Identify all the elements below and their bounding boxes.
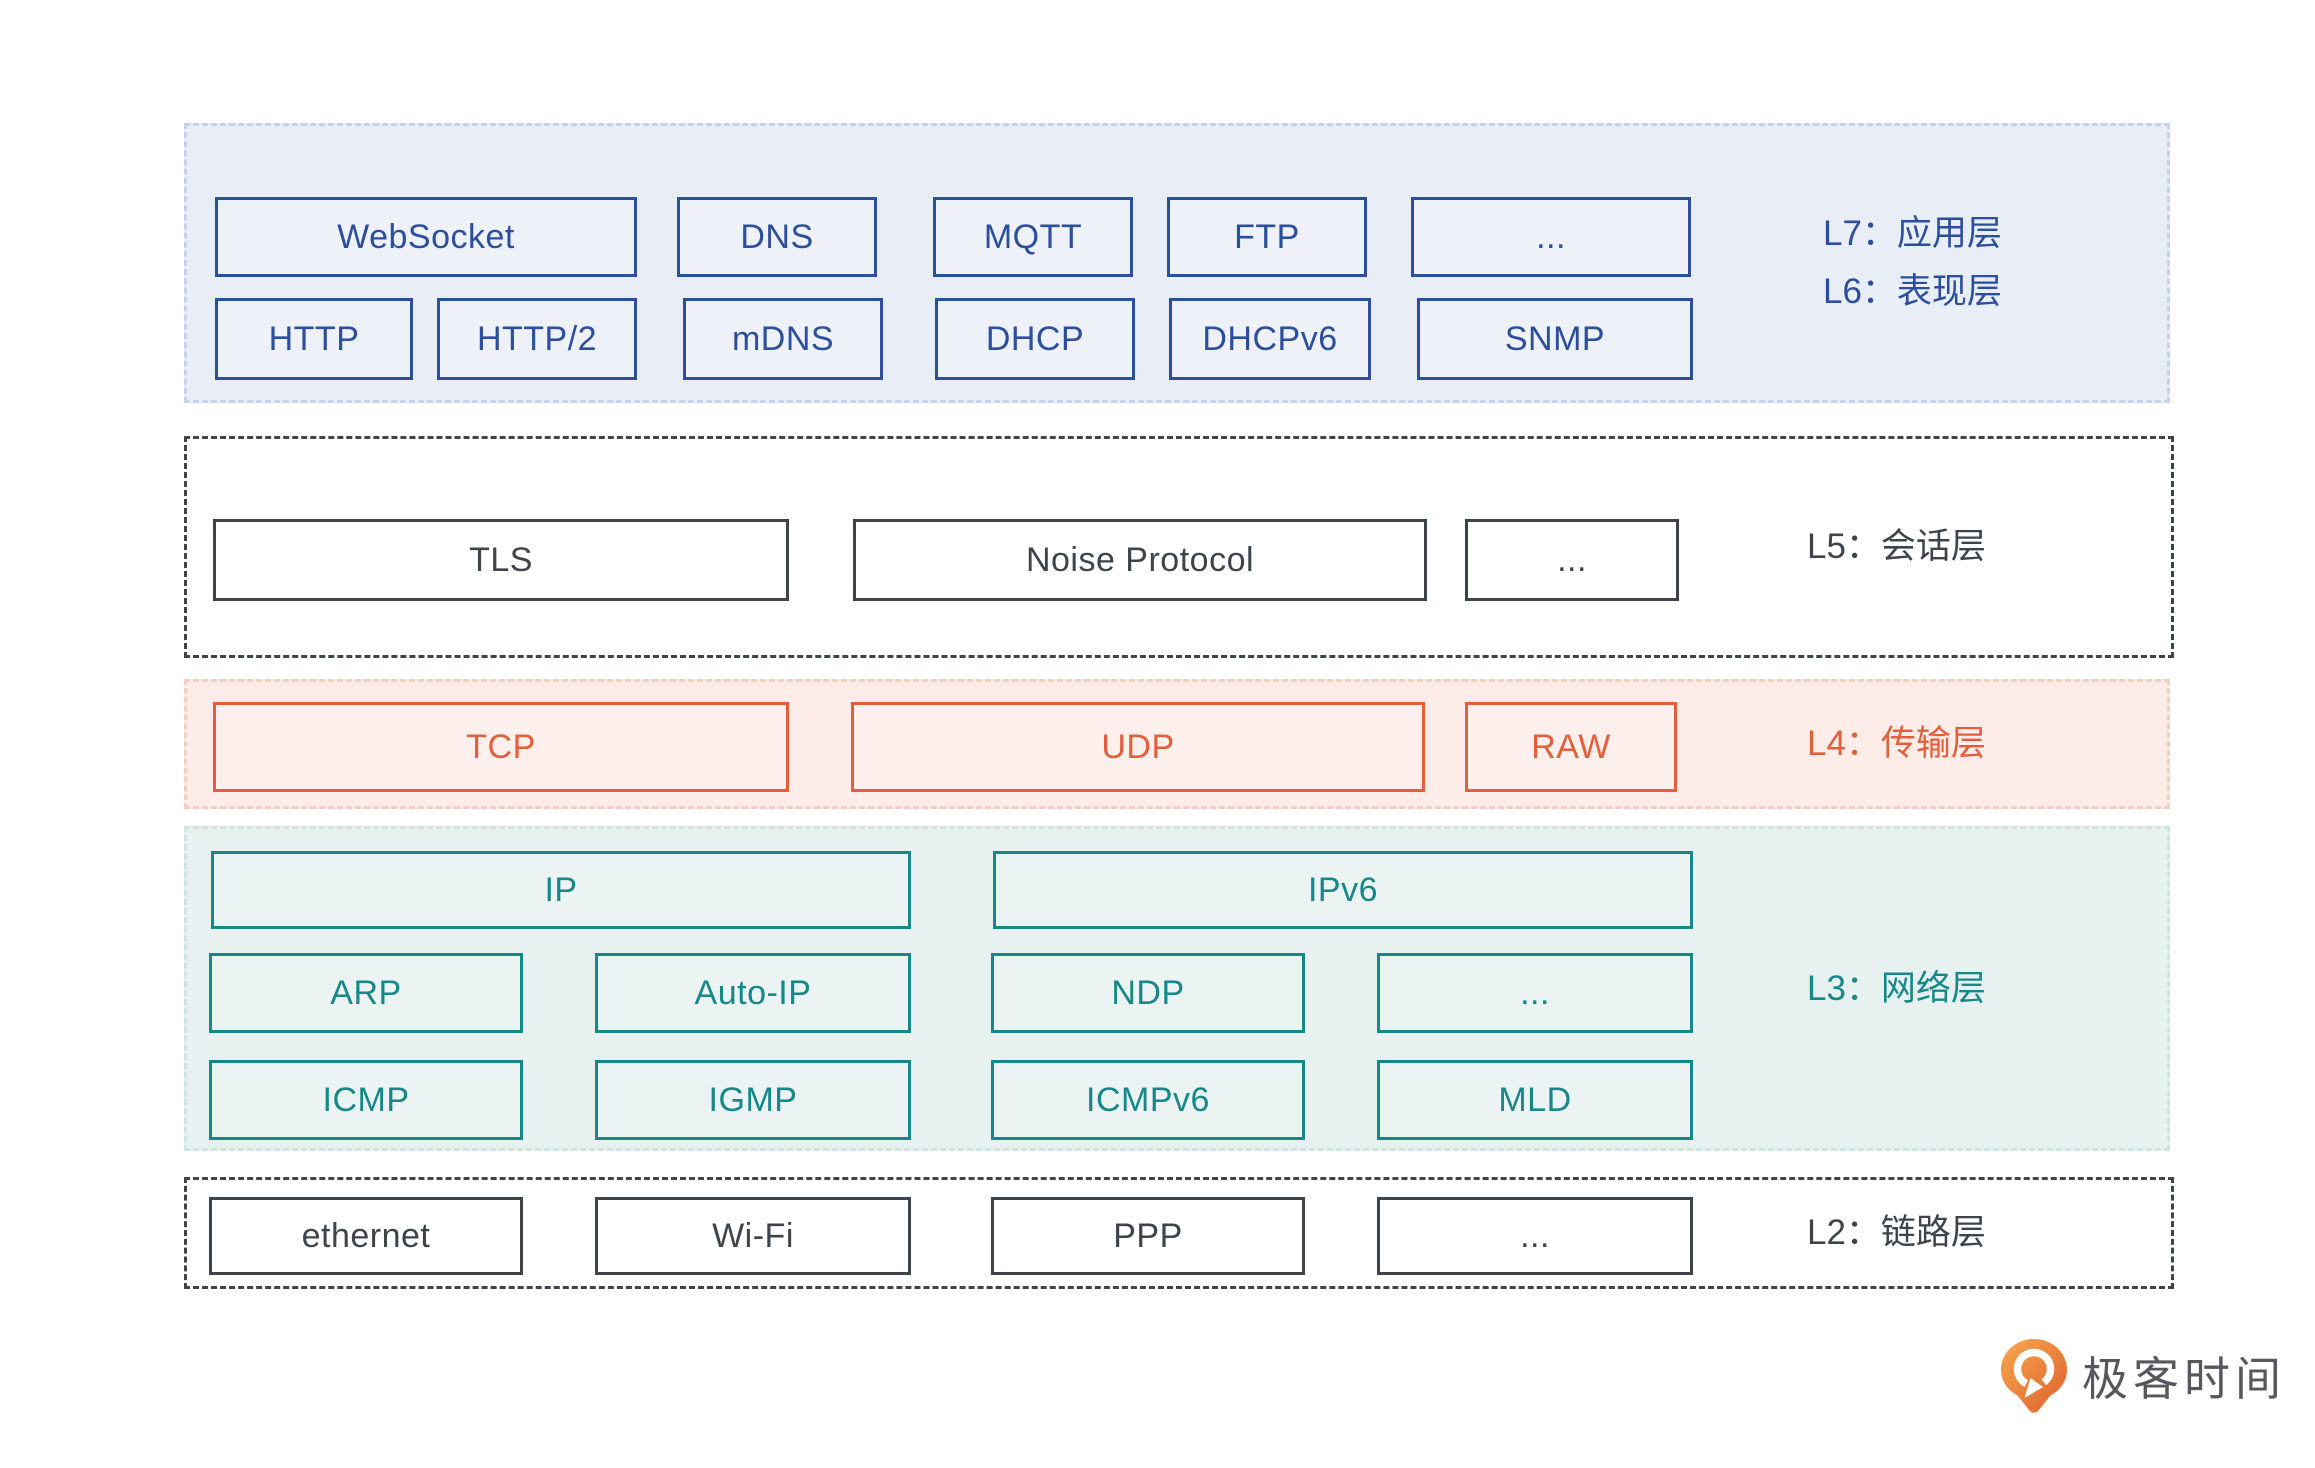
protocol-box-ipv6: IPv6	[993, 851, 1693, 929]
layer-label-l3: L3：网络层	[1807, 968, 1986, 1008]
protocol-box-dhcpv6: DHCPv6	[1169, 298, 1371, 380]
protocol-box-websocket: WebSocket	[215, 197, 637, 277]
layer-label-l2: L2：链路层	[1807, 1213, 1986, 1252]
layer-label-l5: L5：会话层	[1807, 527, 1986, 566]
protocol-box-more: ...	[1377, 953, 1693, 1033]
geektime-logo: 极客时间	[2000, 1338, 2286, 1414]
layer-band-transport: TCP UDP RAW L4：传输层	[184, 679, 2170, 809]
protocol-box-mqtt: MQTT	[933, 197, 1133, 277]
layer-band-application: WebSocket DNS MQTT FTP ... HTTP HTTP/2 m…	[184, 123, 2170, 403]
layer-band-session: TLS Noise Protocol ... L5：会话层	[184, 436, 2174, 658]
protocol-box-dns: DNS	[677, 197, 877, 277]
protocol-box-mld: MLD	[1377, 1060, 1693, 1140]
protocol-box-tcp: TCP	[213, 702, 789, 792]
protocol-box-mdns: mDNS	[683, 298, 883, 380]
protocol-box-ip: IP	[211, 851, 911, 929]
protocol-box-wifi: Wi-Fi	[595, 1197, 911, 1275]
protocol-box-noise-protocol: Noise Protocol	[853, 519, 1427, 601]
protocol-box-ndp: NDP	[991, 953, 1305, 1033]
protocol-box-raw: RAW	[1465, 702, 1677, 792]
protocol-box-more: ...	[1465, 519, 1679, 601]
layer-label-l7-l6: L7：应用层 L6：表现层	[1823, 126, 2002, 400]
protocol-box-icmp: ICMP	[209, 1060, 523, 1140]
protocol-box-snmp: SNMP	[1417, 298, 1693, 380]
layer-band-network: IP IPv6 ARP Auto-IP NDP ... ICMP IGMP IC…	[184, 826, 2170, 1151]
layer-label-l7: L7：应用层	[1823, 214, 2002, 253]
layer-band-link: ethernet Wi-Fi PPP ... L2：链路层	[184, 1177, 2174, 1289]
protocol-box-auto-ip: Auto-IP	[595, 953, 911, 1033]
protocol-box-more: ...	[1411, 197, 1691, 277]
protocol-box-icmpv6: ICMPv6	[991, 1060, 1305, 1140]
protocol-box-tls: TLS	[213, 519, 789, 601]
protocol-box-http: HTTP	[215, 298, 413, 380]
layer-label-l6: L6：表现层	[1823, 272, 2002, 311]
protocol-box-ethernet: ethernet	[209, 1197, 523, 1275]
protocol-box-ftp: FTP	[1167, 197, 1367, 277]
geektime-q-pin-icon	[2000, 1338, 2068, 1414]
protocol-box-udp: UDP	[851, 702, 1425, 792]
layer-label-l4: L4：传输层	[1807, 724, 1986, 763]
protocol-box-arp: ARP	[209, 953, 523, 1033]
geektime-logo-text: 极客时间	[2082, 1353, 2286, 1405]
protocol-box-ppp: PPP	[991, 1197, 1305, 1275]
protocol-box-dhcp: DHCP	[935, 298, 1135, 380]
protocol-box-http2: HTTP/2	[437, 298, 637, 380]
protocol-box-more: ...	[1377, 1197, 1693, 1275]
protocol-box-igmp: IGMP	[595, 1060, 911, 1140]
